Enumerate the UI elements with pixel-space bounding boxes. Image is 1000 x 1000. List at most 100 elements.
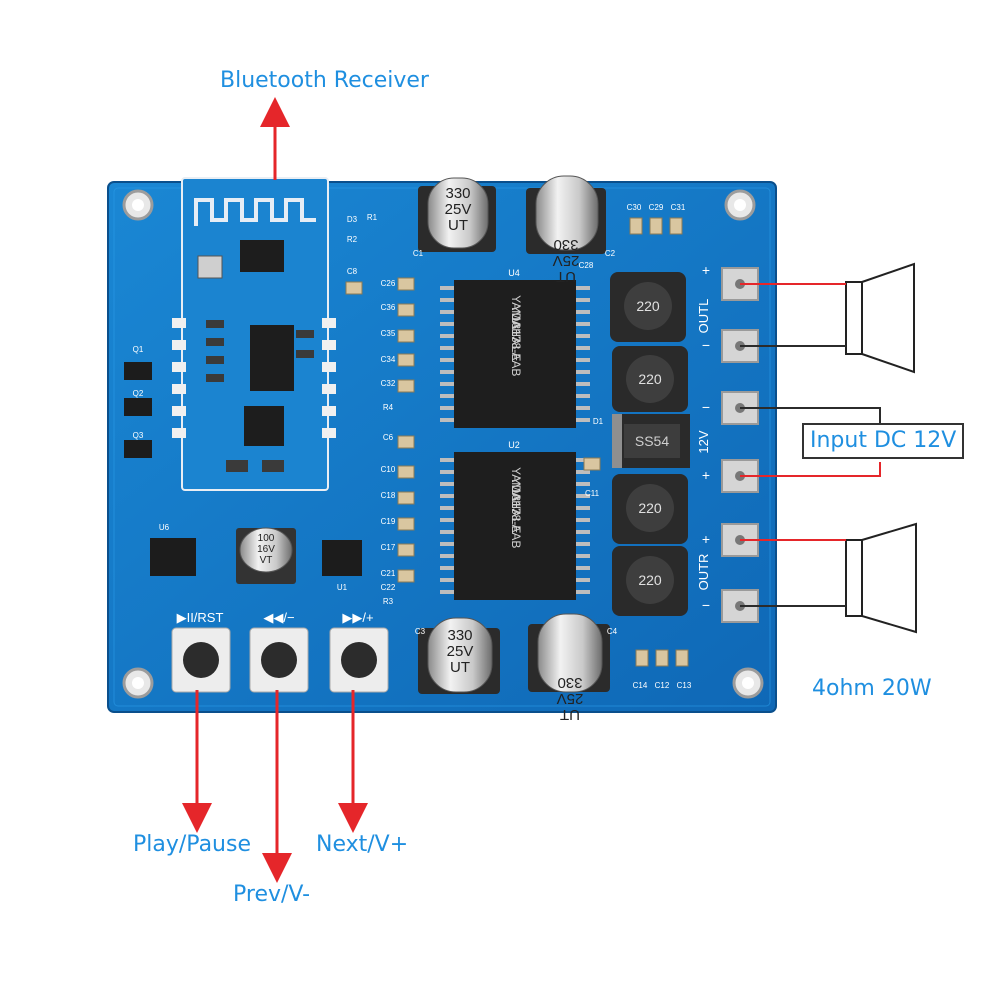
regulator-u1 <box>322 540 362 576</box>
silkscreen-text: 33025VUT33025VUT33025VUT33025VUT10016VVT… <box>133 185 711 723</box>
chip-ref: U4 <box>508 268 520 278</box>
button-label: ◀◀/− <box>263 610 294 625</box>
silkscreen-label: C22 <box>381 583 396 592</box>
silkscreen-label: C34 <box>381 355 396 364</box>
silkscreen-label: C36 <box>381 303 396 312</box>
transistors <box>124 362 152 458</box>
capacitor-marking: 330 <box>445 185 470 202</box>
chip-marking: 1317 LAAB <box>509 316 523 377</box>
terminal-sign: − <box>702 597 710 613</box>
capacitor-bottom-left <box>418 617 500 694</box>
speaker-wires <box>740 283 881 607</box>
silkscreen-label: R4 <box>383 403 394 412</box>
inductor-marking: 220 <box>638 500 662 516</box>
inductors <box>610 272 688 616</box>
button-label: ▶II/RST <box>177 610 224 625</box>
silkscreen-label: C1 <box>413 249 424 258</box>
terminal-sign: + <box>702 467 710 483</box>
silkscreen-label: C31 <box>671 203 686 212</box>
chip-marking: 1317 LAAB <box>509 488 523 549</box>
button-label: ▶▶/+ <box>342 610 373 625</box>
silkscreen-label: C12 <box>655 681 670 690</box>
capacitor-marking: UT <box>448 217 468 234</box>
capacitor-marking: 16V <box>257 544 275 555</box>
capacitor-marking: 25V <box>445 201 472 218</box>
silkscreen-label: C26 <box>381 279 396 288</box>
silkscreen-label: C2 <box>605 249 616 258</box>
silkscreen-label: C30 <box>627 203 642 212</box>
silkscreen-label: R3 <box>383 597 394 606</box>
smd-capacitor-column <box>345 217 689 667</box>
silkscreen-label: D3 <box>347 215 358 224</box>
chip-marking: YAMAHA <box>509 467 523 517</box>
silkscreen-label: R1 <box>367 213 378 222</box>
silkscreen-label: U1 <box>337 583 348 592</box>
input-dc-label: Input DC 12V <box>802 423 965 459</box>
capacitor-top-left <box>418 177 496 252</box>
chip-marking: YAMAHA <box>509 295 523 345</box>
silkscreen-label: C35 <box>381 329 396 338</box>
terminal-label: OUTL <box>696 299 711 334</box>
amplifier-chip-bottom <box>440 452 590 600</box>
capacitor-marking: UT <box>450 659 470 676</box>
silkscreen-label: C13 <box>677 681 692 690</box>
silkscreen-label: D1 <box>593 417 604 426</box>
capacitor-marking: UT <box>560 706 580 723</box>
terminal-label: OUTR <box>696 554 711 591</box>
chip-u6 <box>150 538 196 576</box>
terminal-sign: − <box>702 399 710 415</box>
silkscreen-label: C17 <box>381 543 396 552</box>
diode-marking: SS54 <box>635 433 669 449</box>
silkscreen-label: C21 <box>381 569 396 578</box>
silkscreen-label: C3 <box>415 627 426 636</box>
speaker-left-icon <box>845 262 915 374</box>
diode-d1 <box>612 414 690 468</box>
silkscreen-label: C32 <box>381 379 396 388</box>
terminal-label: 12V <box>696 430 711 453</box>
capacitor-marking: 330 <box>447 627 472 644</box>
capacitor-marking: VT <box>260 555 273 566</box>
silkscreen-label: Q3 <box>133 431 144 440</box>
silkscreen-label: C8 <box>347 267 358 276</box>
inductor-marking: 220 <box>638 572 662 588</box>
load-rating-label: 4ohm 20W <box>812 676 932 701</box>
terminal-sign: + <box>702 531 710 547</box>
chip-marking: YDA138-E <box>509 477 523 534</box>
callout-arrows <box>182 97 368 883</box>
capacitor-bottom-right <box>528 613 610 693</box>
play-pause-label: Play/Pause <box>133 832 251 857</box>
silkscreen-label: C10 <box>381 465 396 474</box>
silkscreen-label: Q2 <box>133 389 144 398</box>
silkscreen-label: C18 <box>381 491 396 500</box>
capacitor-small <box>236 527 296 584</box>
capacitor-marking: 330 <box>557 674 582 691</box>
capacitor-marking: 25V <box>557 690 584 707</box>
silkscreen-label: C11 <box>585 489 600 498</box>
capacitor-marking: UT <box>556 268 576 285</box>
amplifier-chip-top <box>440 280 590 428</box>
chip-marking: YDA138-E <box>509 305 523 362</box>
terminal-sign: − <box>702 337 710 353</box>
silkscreen-label: U6 <box>159 523 170 532</box>
silkscreen-label: C6 <box>383 433 394 442</box>
capacitor-marking: 100 <box>258 533 275 544</box>
terminal-sign: + <box>702 262 710 278</box>
silkscreen-label: C4 <box>607 627 618 636</box>
silkscreen-label: C19 <box>381 517 396 526</box>
bluetooth-receiver-label: Bluetooth Receiver <box>220 68 429 93</box>
push-buttons <box>171 627 389 693</box>
bluetooth-module <box>172 177 336 491</box>
prev-label: Prev/V- <box>233 882 311 907</box>
chip-ref: U2 <box>508 440 520 450</box>
capacitor-marking: 25V <box>447 643 474 660</box>
silkscreen-label: Q1 <box>133 345 144 354</box>
next-label: Next/V+ <box>316 832 409 857</box>
silkscreen-label: R2 <box>347 235 358 244</box>
silkscreen-label: C14 <box>633 681 648 690</box>
capacitor-marking: 330 <box>553 236 578 253</box>
inductor-marking: 220 <box>638 371 662 387</box>
silkscreen-label: C28 <box>579 261 594 270</box>
capacitor-marking: 25V <box>553 252 580 269</box>
